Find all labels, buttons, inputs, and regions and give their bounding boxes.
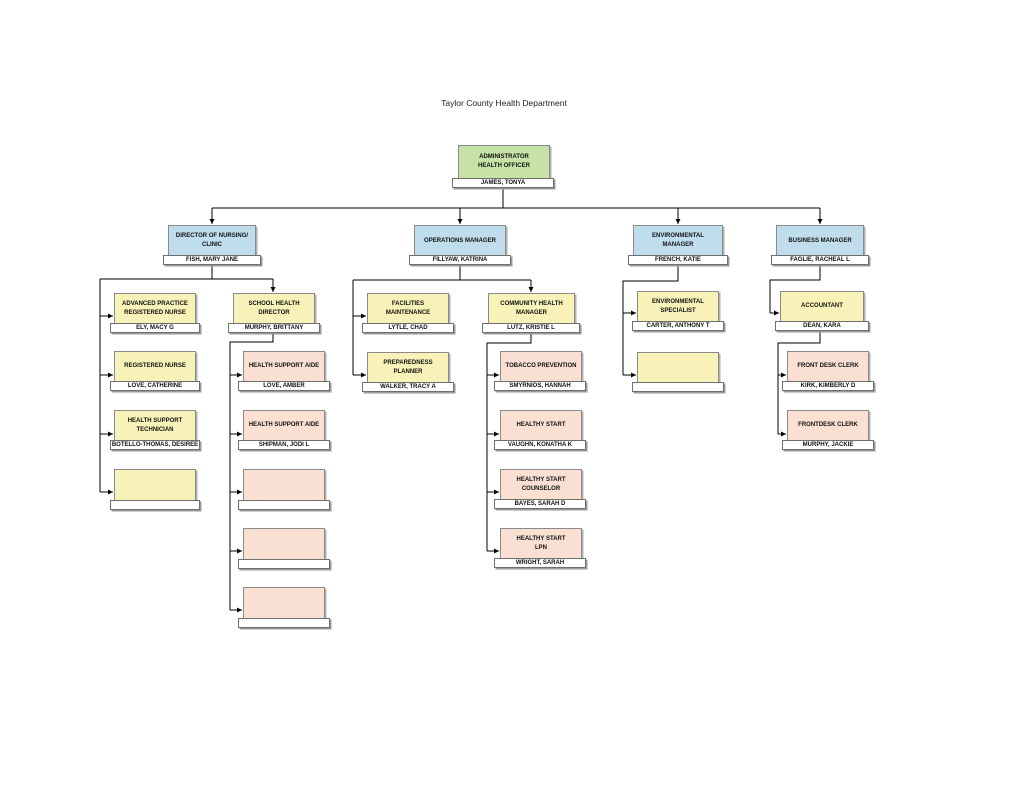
- position-title-line: SPECIALIST: [660, 307, 696, 314]
- position-title-line: LPN: [535, 544, 547, 551]
- position-title-box: FACILITIES MAINTENANCE: [367, 293, 449, 324]
- position-title-line: COUNSELOR: [521, 485, 561, 492]
- connector-business-spine: [769, 266, 821, 313]
- position-title-box: FRONTDESK CLERK: [787, 410, 869, 441]
- position-title-line: REGISTERED NURSE: [124, 309, 186, 316]
- position-title-box: HEALTH SUPPORT AIDE: [243, 410, 325, 441]
- position-title-box: ENVIRONMENTAL MANAGER: [633, 225, 723, 257]
- position-title-line: SCHOOL HEALTH: [248, 300, 300, 307]
- position-title-box: COMMUNITY HEALTH MANAGER: [488, 293, 575, 324]
- employee-name-box: LOVE, AMBER: [238, 381, 330, 391]
- position-title-line: COMMUNITY HEALTH: [500, 300, 563, 307]
- employee-name-box: DEAN, KARA: [775, 321, 869, 331]
- position-title-line: ACCOUNTANT: [801, 303, 843, 309]
- employee-name-box: [110, 500, 200, 510]
- employee-name-box: WALKER, TRACY A: [362, 382, 454, 392]
- position-title-line: ADMINISTRATOR: [479, 154, 529, 160]
- employee-name-box: FRENCH, KATIE: [628, 255, 728, 265]
- position-title-line: PREPAREDNESS: [383, 359, 433, 366]
- position-title-box: FRONT DESK CLERK: [787, 351, 869, 382]
- employee-name-box: FISH, MARY JANE: [163, 255, 261, 265]
- position-title-line: TOBACCO PREVENTION: [505, 363, 577, 369]
- position-title-line: HEALTHY START: [516, 422, 566, 428]
- position-title-line: DIRECTOR: [258, 309, 290, 316]
- employee-name-box: FAGLIE, RACHEAL L: [771, 255, 869, 265]
- position-title-box: [637, 352, 719, 383]
- employee-name-box: [238, 618, 330, 628]
- position-title-box: ENVIRONMENTAL SPECIALIST: [637, 291, 719, 322]
- position-title-line: HEALTH SUPPORT: [127, 417, 183, 424]
- position-title-box: HEALTHY START LPN: [500, 528, 582, 559]
- employee-name-box: SHIPMAN, JODI L: [238, 440, 330, 450]
- position-title-box: HEALTHY START COUNSELOR: [500, 469, 582, 500]
- position-title-box: [243, 469, 325, 501]
- position-title-line: HEALTHY START: [516, 476, 566, 483]
- position-title-line: CLINIC: [202, 242, 222, 248]
- employee-name-box: CARTER, ANTHONY T: [632, 321, 724, 331]
- connector-accountant-spine: [777, 332, 821, 434]
- position-title-line: TECHNICIAN: [136, 426, 174, 433]
- position-title-line: DIRECTOR OF NURSING/: [175, 233, 249, 239]
- page-title: Taylor County Health Department: [441, 98, 567, 108]
- position-title-line: REGISTERED NURSE: [124, 363, 186, 369]
- position-title-box: REGISTERED NURSE: [114, 351, 196, 382]
- employee-name-box: VAUGHN, KONATHA K: [494, 440, 586, 450]
- employee-name-box: LOVE, CATHERINE: [110, 381, 200, 391]
- position-title-box: TOBACCO PREVENTION: [500, 351, 582, 382]
- connector-community-health-spine: [486, 334, 532, 551]
- employee-name-box: [238, 559, 330, 569]
- employee-name-box: MURPHY, JACKIE: [782, 440, 874, 450]
- position-title-line: HEALTH OFFICER: [478, 163, 530, 169]
- connector-school-health-spine: [229, 334, 274, 610]
- position-title-box: DIRECTOR OF NURSING/CLINIC: [168, 225, 256, 257]
- employee-name-box: BAYES, SARAH D: [494, 499, 586, 509]
- position-title-line: FACILITIES MAINTENANCE: [385, 300, 431, 316]
- position-title-box: SCHOOL HEALTH DIRECTOR: [233, 293, 315, 324]
- position-title-box: OPERATIONS MANAGER: [414, 225, 506, 257]
- position-title-line: FRONTDESK CLERK: [798, 422, 858, 428]
- position-title-line: OPERATIONS MANAGER: [424, 237, 496, 244]
- position-title-line: ENVIRONMENTAL: [652, 298, 704, 305]
- position-title-line: PLANNER: [393, 368, 423, 375]
- employee-name-box: MURPHY, BRITTANY: [228, 323, 320, 333]
- position-title-line: ADVANCED PRACTICE: [122, 300, 188, 307]
- employee-name-box: LYTLE, CHAD: [362, 323, 454, 333]
- employee-name-box: JAMES, TONYA: [452, 178, 554, 188]
- position-title-line: FRONT DESK CLERK: [797, 363, 859, 369]
- employee-name-box: FILLYAW, KATRINA: [409, 255, 511, 265]
- employee-name-box: KIRK, KIMBERLY D: [782, 381, 874, 391]
- position-title-box: [243, 587, 325, 619]
- position-title-box: [114, 469, 196, 501]
- position-title-box: PREPAREDNESS PLANNER: [367, 352, 449, 383]
- position-title-box: HEALTHY START: [500, 410, 582, 441]
- position-title-box: HEALTH SUPPORT AIDE: [243, 351, 325, 382]
- position-title-line: HEALTH SUPPORT AIDE: [248, 422, 320, 428]
- position-title-line: BUSINESS MANAGER: [788, 237, 852, 244]
- employee-name-box: [632, 382, 724, 392]
- position-title-line: ENVIRONMENTAL MANAGER: [652, 233, 704, 248]
- position-title-line: MANAGER: [516, 309, 547, 316]
- employee-name-box: ELY, MACY G: [110, 323, 200, 333]
- position-title-box: [243, 528, 325, 560]
- position-title-box: ACCOUNTANT: [780, 291, 864, 322]
- position-title-box: ADMINISTRATOR HEALTH OFFICER: [458, 145, 550, 179]
- employee-name-box: BOTELLO-THOMAS, DESIREE: [110, 440, 200, 450]
- employee-name-box: LUTZ, KRISTIE L: [482, 323, 580, 333]
- connector-environmental-spine: [622, 266, 679, 375]
- position-title-box: ADVANCED PRACTICE REGISTERED NURSE: [114, 293, 196, 324]
- position-title-box: BUSINESS MANAGER: [776, 225, 864, 257]
- position-title-line: HEALTH SUPPORT AIDE: [248, 363, 320, 369]
- employee-name-box: WRIGHT, SARAH: [494, 558, 586, 568]
- employee-name-box: SMYRNIOS, HANNAH: [494, 381, 586, 391]
- position-title-line: HEALTHY START: [516, 535, 566, 542]
- position-title-box: HEALTH SUPPORT TECHNICIAN: [114, 410, 196, 441]
- employee-name-box: [238, 500, 330, 510]
